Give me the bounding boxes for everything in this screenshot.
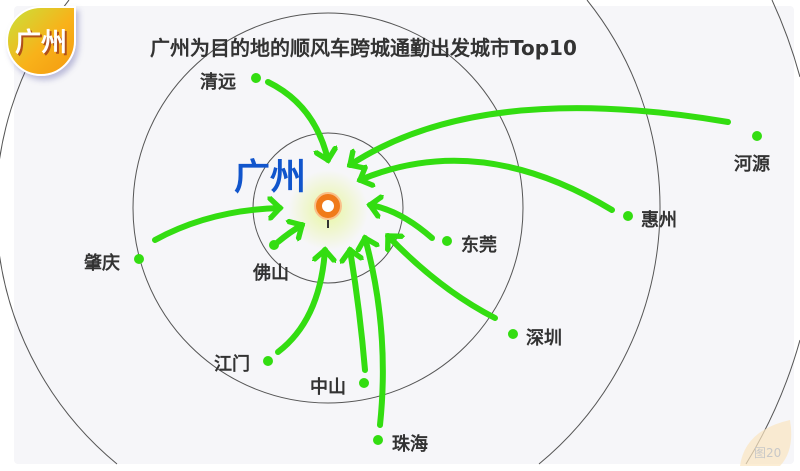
dot-zhongshan xyxy=(359,378,369,388)
dot-huizhou xyxy=(623,211,633,221)
dot-foshan xyxy=(269,240,279,250)
arrow-zhuhai xyxy=(365,238,386,428)
dot-zhaoqing xyxy=(134,254,144,264)
dot-dongguan xyxy=(442,236,452,246)
city-badge: 广州 xyxy=(6,6,76,76)
destination-label: 广州 xyxy=(234,157,307,198)
dot-jiangmen xyxy=(263,356,273,366)
city-label: 惠州 xyxy=(641,210,677,231)
location-pin-icon xyxy=(314,192,342,228)
arrow-zhongshan xyxy=(350,250,368,373)
dot-zhuhai xyxy=(373,435,383,445)
dot-qingyuan xyxy=(251,73,261,83)
city-label: 肇庆 xyxy=(84,253,120,274)
arrow-heyuan xyxy=(350,105,731,165)
city-label: 佛山 xyxy=(253,263,289,284)
ring-2 xyxy=(132,12,524,404)
city-label: 中山 xyxy=(310,377,346,398)
arrow-jiangmen xyxy=(275,250,325,355)
chart-title: 广州为目的地的顺风车跨城通勤出发城市Top10 xyxy=(150,36,577,60)
figure-number: 图20 xyxy=(754,446,782,460)
dot-shenzhen xyxy=(508,329,518,339)
leaf-decoration xyxy=(740,420,792,466)
arrow-huizhou xyxy=(360,157,615,213)
city-label: 河源 xyxy=(734,154,770,175)
city-dots xyxy=(134,73,762,445)
city-label: 深圳 xyxy=(526,328,562,349)
city-label: 珠海 xyxy=(392,434,428,455)
badge-text: 广州 xyxy=(14,28,67,58)
arrow-zhaoqing xyxy=(152,208,280,243)
arrow-dongguan xyxy=(370,205,435,241)
arrows xyxy=(152,79,731,428)
arrow-foshan xyxy=(275,225,302,245)
city-label: 江门 xyxy=(214,354,250,375)
ring-4 xyxy=(745,0,800,465)
dot-heyuan xyxy=(752,131,762,141)
city-label: 清远 xyxy=(200,72,236,93)
arrow-shenzhen xyxy=(388,233,498,321)
city-label: 东莞 xyxy=(461,235,497,256)
arrow-qingyuan xyxy=(265,79,328,160)
